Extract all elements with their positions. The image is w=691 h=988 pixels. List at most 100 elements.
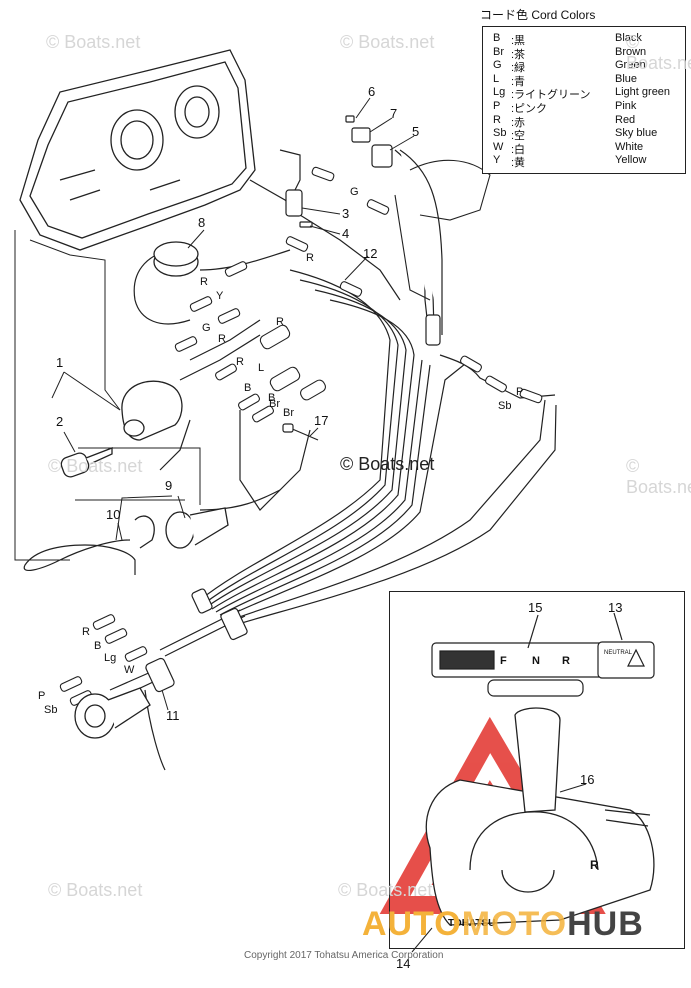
wire-label-g-mid: G bbox=[202, 322, 211, 334]
wire-label-r-mid: R bbox=[218, 333, 226, 345]
legend-en: Blue bbox=[615, 72, 638, 85]
watermark-center: © Boats.net bbox=[340, 454, 435, 474]
legend-code: Y bbox=[493, 154, 501, 167]
wire-label-sb-top: Sb bbox=[498, 400, 512, 412]
legend-en: Green bbox=[615, 59, 646, 72]
wire-label-l: L bbox=[258, 362, 265, 374]
callout-leaders bbox=[51, 97, 415, 711]
callout-1: 1 bbox=[56, 355, 64, 370]
watermark-top-mid: © Boats.net bbox=[340, 32, 435, 52]
callout-9: 9 bbox=[165, 478, 173, 493]
legend-en: White bbox=[615, 140, 644, 153]
watermark-bottom-left: © Boats.net bbox=[48, 880, 143, 900]
legend-code: W bbox=[493, 140, 504, 153]
wire-label-p-bottom: P bbox=[38, 690, 46, 702]
part-main-switch bbox=[121, 380, 183, 441]
legend-jp: :ライトグリーン bbox=[511, 89, 591, 102]
legend-en: Light green bbox=[615, 86, 671, 99]
wire-label-w: W bbox=[124, 664, 135, 676]
callout-3: 3 bbox=[342, 206, 350, 221]
legend-jp: :青 bbox=[511, 75, 526, 88]
watermark-bottom-mid: © Boats.net bbox=[338, 880, 433, 900]
watermark-mid-left: © Boats.net bbox=[48, 456, 143, 476]
wire-label-y: Y bbox=[216, 290, 224, 302]
copyright-text: Copyright 2017 Tohatsu America Corporati… bbox=[244, 950, 444, 961]
callout-4: 4 bbox=[342, 226, 350, 241]
legend-jp: :茶 bbox=[511, 48, 526, 61]
callout-12: 12 bbox=[363, 246, 378, 261]
callout-14: 14 bbox=[396, 956, 411, 971]
part-pin-17 bbox=[282, 423, 319, 441]
callout-7: 7 bbox=[390, 106, 398, 121]
legend-row: B :黒 Black bbox=[489, 32, 685, 47]
wire-label-br2: Br bbox=[283, 407, 294, 419]
wire-label-p-top: P bbox=[516, 386, 524, 398]
legend-jp: :白 bbox=[511, 143, 526, 156]
brand-logo: AUTOMOTOHUB bbox=[362, 905, 644, 943]
wire-label-r-right: R bbox=[276, 316, 284, 328]
legend-jp: :緑 bbox=[511, 62, 526, 75]
legend-row: L :青 Blue bbox=[489, 72, 685, 88]
legend-code: Sb bbox=[493, 127, 507, 140]
legend-jp: :ピンク bbox=[511, 103, 548, 115]
legend-jp: :黒 bbox=[511, 35, 526, 47]
legend-code: L bbox=[493, 72, 500, 85]
wire-label-lg: Lg bbox=[104, 652, 117, 664]
legend-code: P bbox=[493, 100, 501, 112]
legend-row: Br :茶 Brown bbox=[489, 45, 685, 61]
wire-label-r-bottom: R bbox=[82, 626, 90, 638]
legend-en: Black bbox=[615, 32, 642, 44]
legend-row: P :ピンク Pink bbox=[489, 100, 685, 115]
wire-label-r-top: R bbox=[306, 252, 314, 264]
panel-letter-f: F bbox=[500, 655, 507, 667]
part-lanyard-cord bbox=[23, 539, 136, 575]
legend-en: Red bbox=[615, 113, 636, 126]
callout-15: 15 bbox=[528, 600, 543, 615]
watermark-top-left: © Boats.net bbox=[46, 32, 141, 52]
legend-row: W :白 White bbox=[489, 140, 685, 156]
callout-5: 5 bbox=[412, 124, 420, 139]
part-remote-handle bbox=[394, 159, 491, 301]
legend-code: R bbox=[493, 113, 501, 126]
wire-label-r-buzzer: R bbox=[200, 276, 208, 288]
legend-code: B bbox=[493, 32, 501, 44]
legend-en: Brown bbox=[615, 45, 647, 58]
panel-letter-n: N bbox=[532, 655, 540, 667]
wire-label-br1: Br bbox=[269, 398, 280, 410]
part-switch-6-7-5 bbox=[285, 115, 443, 346]
harness-wires bbox=[109, 149, 557, 771]
panel-neutral-label: NEUTRAL bbox=[604, 650, 633, 656]
wire-label-b1: B bbox=[244, 382, 252, 394]
tohatsu-logo-text: TOHATSU bbox=[448, 918, 496, 929]
callout-2: 2 bbox=[56, 414, 64, 429]
key-icon bbox=[60, 447, 113, 478]
callout-13: 13 bbox=[608, 600, 623, 615]
legend-jp: :赤 bbox=[511, 116, 526, 129]
part-stop-switch bbox=[134, 507, 229, 549]
wire-label-sb-bottom: Sb bbox=[44, 704, 58, 716]
legend-title: コード色 Cord Colors bbox=[480, 8, 596, 22]
callout-8: 8 bbox=[198, 215, 206, 230]
legend-en: Yellow bbox=[615, 154, 647, 167]
inset-remote-control-box bbox=[425, 707, 655, 926]
legend-row: R :赤 Red bbox=[489, 113, 685, 129]
wire-label-g-top: G bbox=[350, 186, 359, 198]
inset-indicator-panel bbox=[431, 612, 655, 697]
watermark-mid-right: © Boats.net bbox=[626, 456, 691, 497]
wire-label-r-switch: R bbox=[236, 356, 244, 368]
callout-11: 11 bbox=[166, 708, 180, 723]
legend-en: Pink bbox=[615, 100, 637, 112]
remote-letter-r: R bbox=[590, 858, 599, 872]
callout-6: 6 bbox=[368, 84, 376, 99]
callout-16: 16 bbox=[580, 772, 595, 787]
panel-letter-r: R bbox=[562, 655, 570, 667]
legend-jp: :空 bbox=[511, 130, 526, 143]
legend-code: Br bbox=[493, 45, 504, 58]
inset-remote-box-frame bbox=[389, 591, 685, 949]
